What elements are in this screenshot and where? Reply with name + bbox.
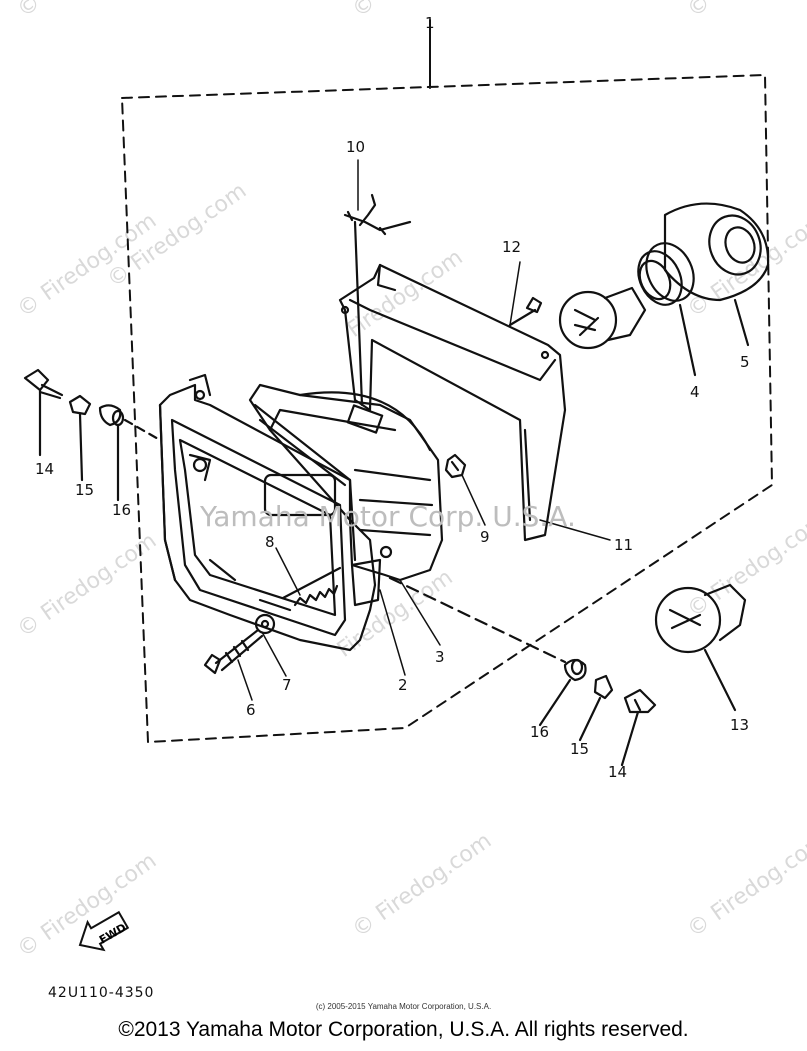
watermark: Yamaha Motor Corp. U.S.A. — [200, 500, 576, 533]
part-callout: 10 — [346, 138, 366, 156]
part-callout: 4 — [690, 383, 700, 401]
part-callout: 2 — [398, 676, 408, 694]
part-callout: 6 — [246, 701, 256, 719]
part-callout: 16 — [530, 723, 550, 741]
part-callout: 8 — [265, 533, 275, 551]
part-callout: 15 — [570, 740, 590, 758]
diagram-code: 42U110-4350 — [48, 985, 155, 1001]
part-callout: 9 — [480, 528, 490, 546]
headlight-rim — [158, 373, 377, 652]
grommet — [508, 296, 543, 327]
left-fasteners — [23, 368, 162, 502]
assembly-label: 1 — [425, 14, 435, 32]
fine-print: (c) 2005-2015 Yamaha Motor Corporation, … — [315, 1002, 492, 1011]
part-callout: 15 — [75, 481, 95, 499]
headlight-bracket — [338, 263, 567, 542]
part-callout: 11 — [614, 536, 634, 554]
headlight-bulb — [558, 286, 647, 350]
adjuster-screw — [203, 628, 264, 675]
reflector-unit — [248, 383, 444, 607]
adjuster-spring — [281, 566, 342, 607]
spring-clip — [343, 193, 412, 407]
part-callout: 7 — [282, 676, 292, 694]
part-callout: 12 — [502, 238, 522, 256]
position-bulb — [654, 583, 747, 712]
part-callout: 5 — [740, 353, 750, 371]
part-callout: 13 — [730, 716, 750, 734]
part-callout: 14 — [35, 460, 55, 478]
dust-cover — [663, 202, 770, 347]
part-callout: 14 — [608, 763, 628, 781]
copyright: ©2013 Yamaha Motor Corporation, U.S.A. A… — [118, 1018, 689, 1041]
right-fasteners — [388, 576, 657, 767]
fwd-label: FWD — [97, 921, 128, 947]
part-callout: 3 — [435, 648, 445, 666]
adjuster-nut — [254, 613, 276, 635]
forward-direction-arrow — [78, 910, 130, 952]
part-callout: 16 — [112, 501, 132, 519]
